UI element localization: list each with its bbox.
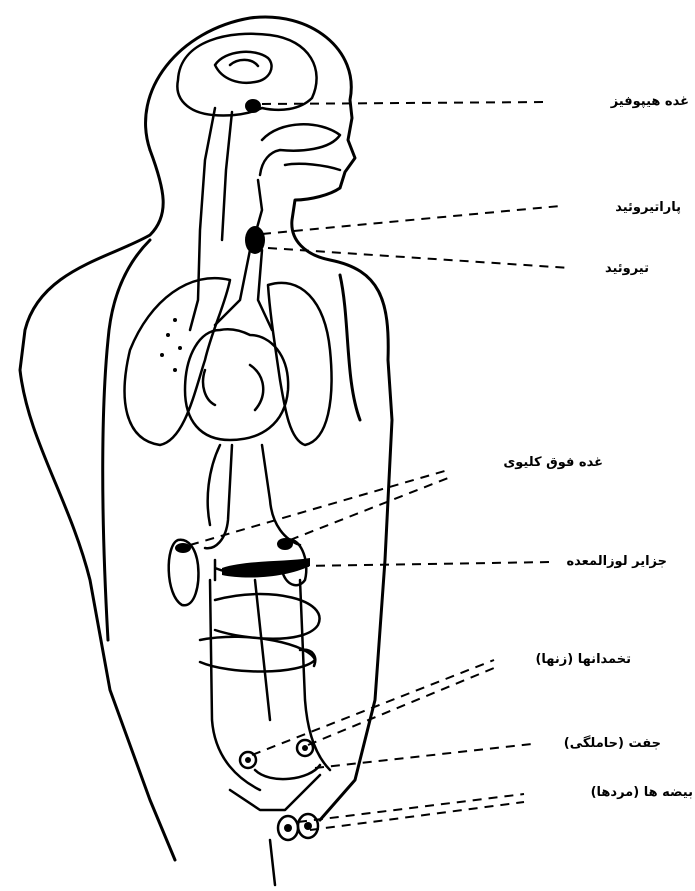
- leader-ovaries-1: [252, 660, 494, 755]
- ovary-mark-left: [245, 757, 251, 763]
- ovary-mark-right: [302, 745, 308, 751]
- heart-chamber-2: [250, 365, 263, 410]
- testis-mark-left: [284, 824, 292, 832]
- torso-inner-right: [340, 275, 360, 420]
- body-outline-left: [20, 150, 175, 860]
- leader-pancreas: [300, 562, 552, 566]
- label-pancreas-islets: جزایر لوزالمعده: [567, 554, 668, 570]
- lower-tract: [210, 580, 330, 790]
- leader-parathyroid: [262, 206, 560, 234]
- adrenal-gland-left: [175, 543, 191, 553]
- esophagus-stomach: [205, 445, 300, 548]
- heart: [185, 329, 288, 440]
- stomach-outline: [208, 445, 220, 525]
- mouth: [285, 164, 340, 170]
- label-thyroid: تیروئید: [605, 261, 649, 277]
- trachea: [215, 250, 272, 330]
- label-pituitary: غده هیپوفیز: [611, 94, 689, 110]
- brain-fold: [230, 60, 258, 66]
- label-adrenal: غده فوق کلیوی: [503, 455, 603, 471]
- label-testes: بیضه ها (مردها): [591, 785, 693, 801]
- pituitary-gland: [245, 99, 261, 113]
- leg-line: [270, 840, 275, 885]
- label-placenta: جفت (حاملگی): [564, 736, 661, 752]
- label-parathyroid: پاراتیروئید: [615, 200, 681, 216]
- testis-mark-right: [304, 822, 312, 830]
- spinal-cord: [190, 108, 215, 330]
- thyroid-gland: [245, 226, 265, 254]
- spinal-cord-2: [222, 112, 232, 240]
- leader-testes-2: [310, 802, 524, 830]
- leader-placenta: [315, 744, 532, 768]
- left-lung: [125, 278, 230, 445]
- brain-inner: [215, 52, 272, 83]
- pancreas-islets: [222, 558, 310, 578]
- leader-ovaries-2: [308, 668, 494, 745]
- heart-chamber: [203, 370, 215, 405]
- uterus: [255, 765, 320, 779]
- label-ovaries: تخمدانها (زنها): [535, 652, 631, 668]
- leader-thyroid: [268, 248, 570, 268]
